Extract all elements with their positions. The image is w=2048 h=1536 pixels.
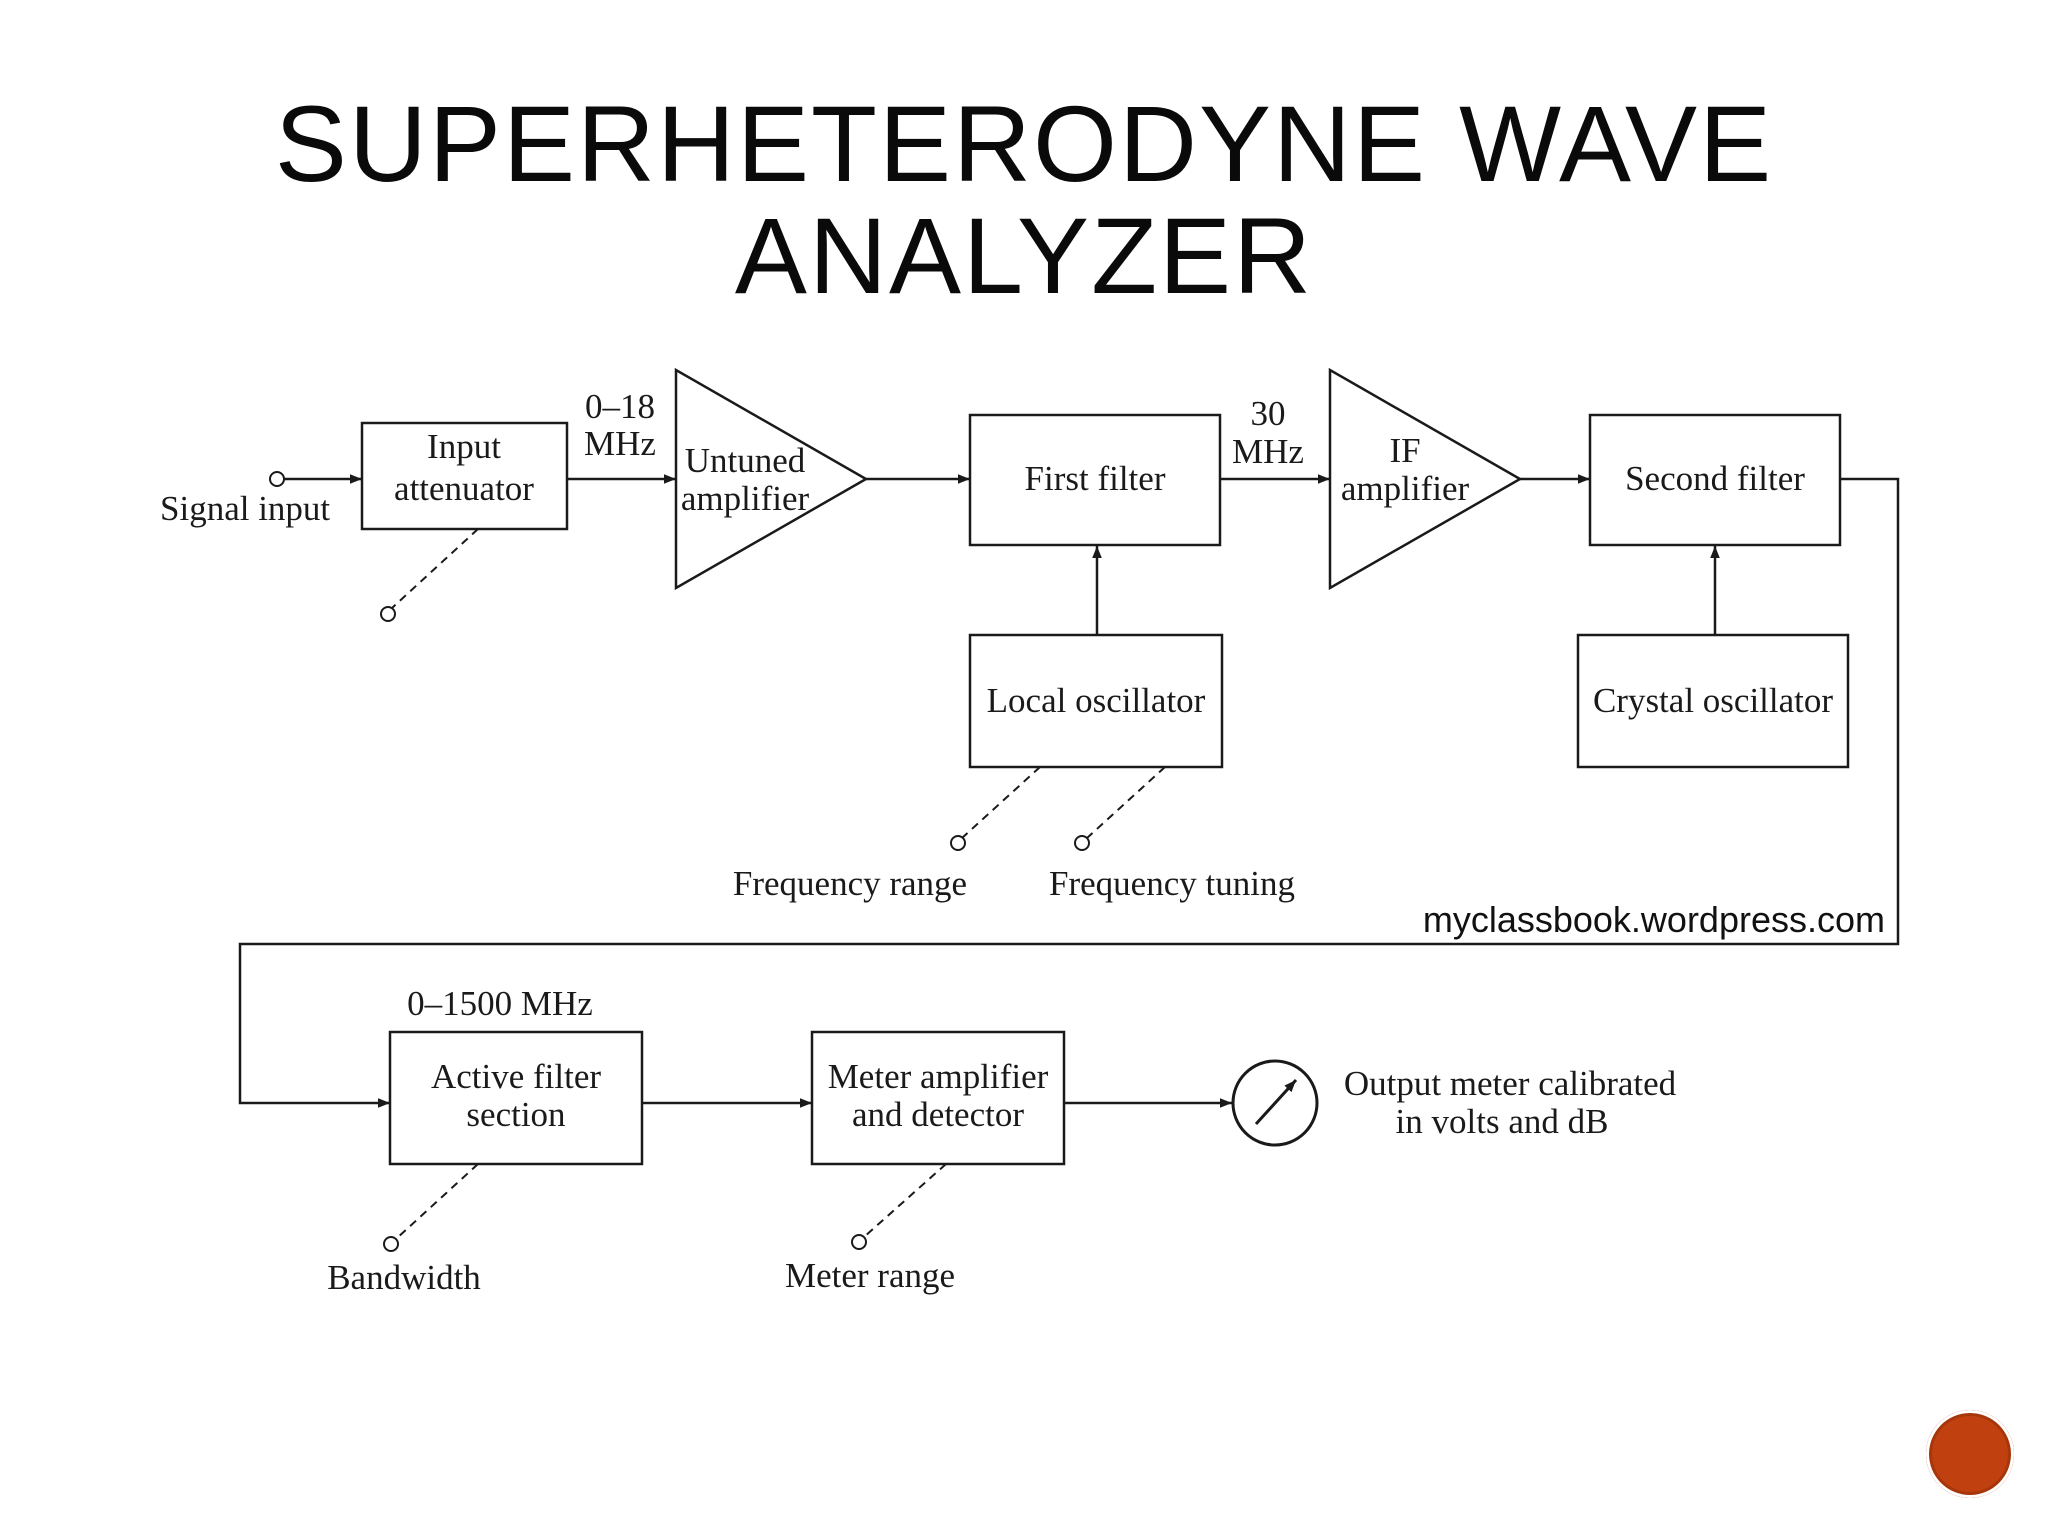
slide-title: SUPERHETERODYNE WAVE ANALYZER xyxy=(0,88,2048,312)
meter-amplifier-label-1: Meter amplifier xyxy=(828,1057,1049,1096)
slide-title-line1: SUPERHETERODYNE WAVE xyxy=(274,83,1774,204)
circle-nav-icon[interactable] xyxy=(1926,1410,2014,1498)
input-attenuator-label-2: attenuator xyxy=(394,469,534,508)
freq-30-label-1: 30 xyxy=(1251,394,1286,433)
attenuator-control-dash xyxy=(391,528,479,609)
local-oscillator-label: Local oscillator xyxy=(987,681,1206,720)
output-meter-label-1: Output meter calibrated xyxy=(1344,1064,1677,1103)
if-amplifier-label-1: IF xyxy=(1389,431,1420,470)
active-filter-block xyxy=(388,1030,644,1166)
untuned-amplifier-label-1: Untuned xyxy=(685,441,806,480)
freq-0-18-label-2: MHz xyxy=(584,424,656,463)
bandwidth-knob xyxy=(383,1236,399,1252)
meter-range-knob xyxy=(851,1234,867,1250)
active-filter-label-2: section xyxy=(466,1095,565,1134)
meter-amplifier-label-2: and detector xyxy=(852,1095,1024,1134)
active-filter-label-1: Active filter xyxy=(431,1057,601,1096)
untuned-amplifier-label-2: amplifier xyxy=(681,479,810,518)
attenuator-control-knob xyxy=(380,606,396,622)
freq-30-label-2: MHz xyxy=(1232,432,1304,471)
freq-0-1500-label: 0–1500 MHz xyxy=(407,984,593,1023)
wire-second-filter-to-active-filter xyxy=(238,477,1900,1108)
signal-input-label: Signal input xyxy=(160,489,330,528)
if-amplifier-block xyxy=(1328,367,1523,591)
bandwidth-label: Bandwidth xyxy=(327,1258,481,1297)
meter-range-label: Meter range xyxy=(785,1256,955,1295)
input-attenuator-block xyxy=(360,421,569,531)
second-filter-block xyxy=(1588,413,1842,547)
untuned-amplifier-block xyxy=(674,367,869,591)
first-filter-block xyxy=(968,413,1222,547)
output-meter-label-2: in volts and dB xyxy=(1396,1102,1609,1141)
crystal-oscillator-block xyxy=(1576,633,1850,769)
freq-tuning-knob xyxy=(1074,835,1090,851)
frequency-tuning-label: Frequency tuning xyxy=(1049,864,1295,903)
meter-gauge-icon xyxy=(1231,1059,1319,1147)
local-oscillator-block xyxy=(968,633,1224,769)
freq-range-knob xyxy=(950,835,966,851)
signal-input-terminal xyxy=(269,471,285,487)
if-amplifier-label-2: amplifier xyxy=(1341,469,1470,508)
crystal-oscillator-label: Crystal oscillator xyxy=(1593,681,1833,720)
freq-range-dash xyxy=(961,766,1041,839)
first-filter-label: First filter xyxy=(1025,459,1166,498)
meter-amplifier-block xyxy=(810,1030,1066,1166)
frequency-range-label: Frequency range xyxy=(733,864,967,903)
bandwidth-dash xyxy=(395,1163,479,1240)
freq-tuning-dash xyxy=(1086,766,1166,839)
second-filter-label: Second filter xyxy=(1625,459,1805,498)
slide-title-line2: ANALYZER xyxy=(734,195,1314,316)
input-attenuator-label-1: Input xyxy=(427,427,501,466)
watermark-text: myclassbook.wordpress.com xyxy=(1423,899,1885,940)
freq-0-18-label-1: 0–18 xyxy=(585,387,655,426)
meter-range-dash xyxy=(863,1163,947,1238)
